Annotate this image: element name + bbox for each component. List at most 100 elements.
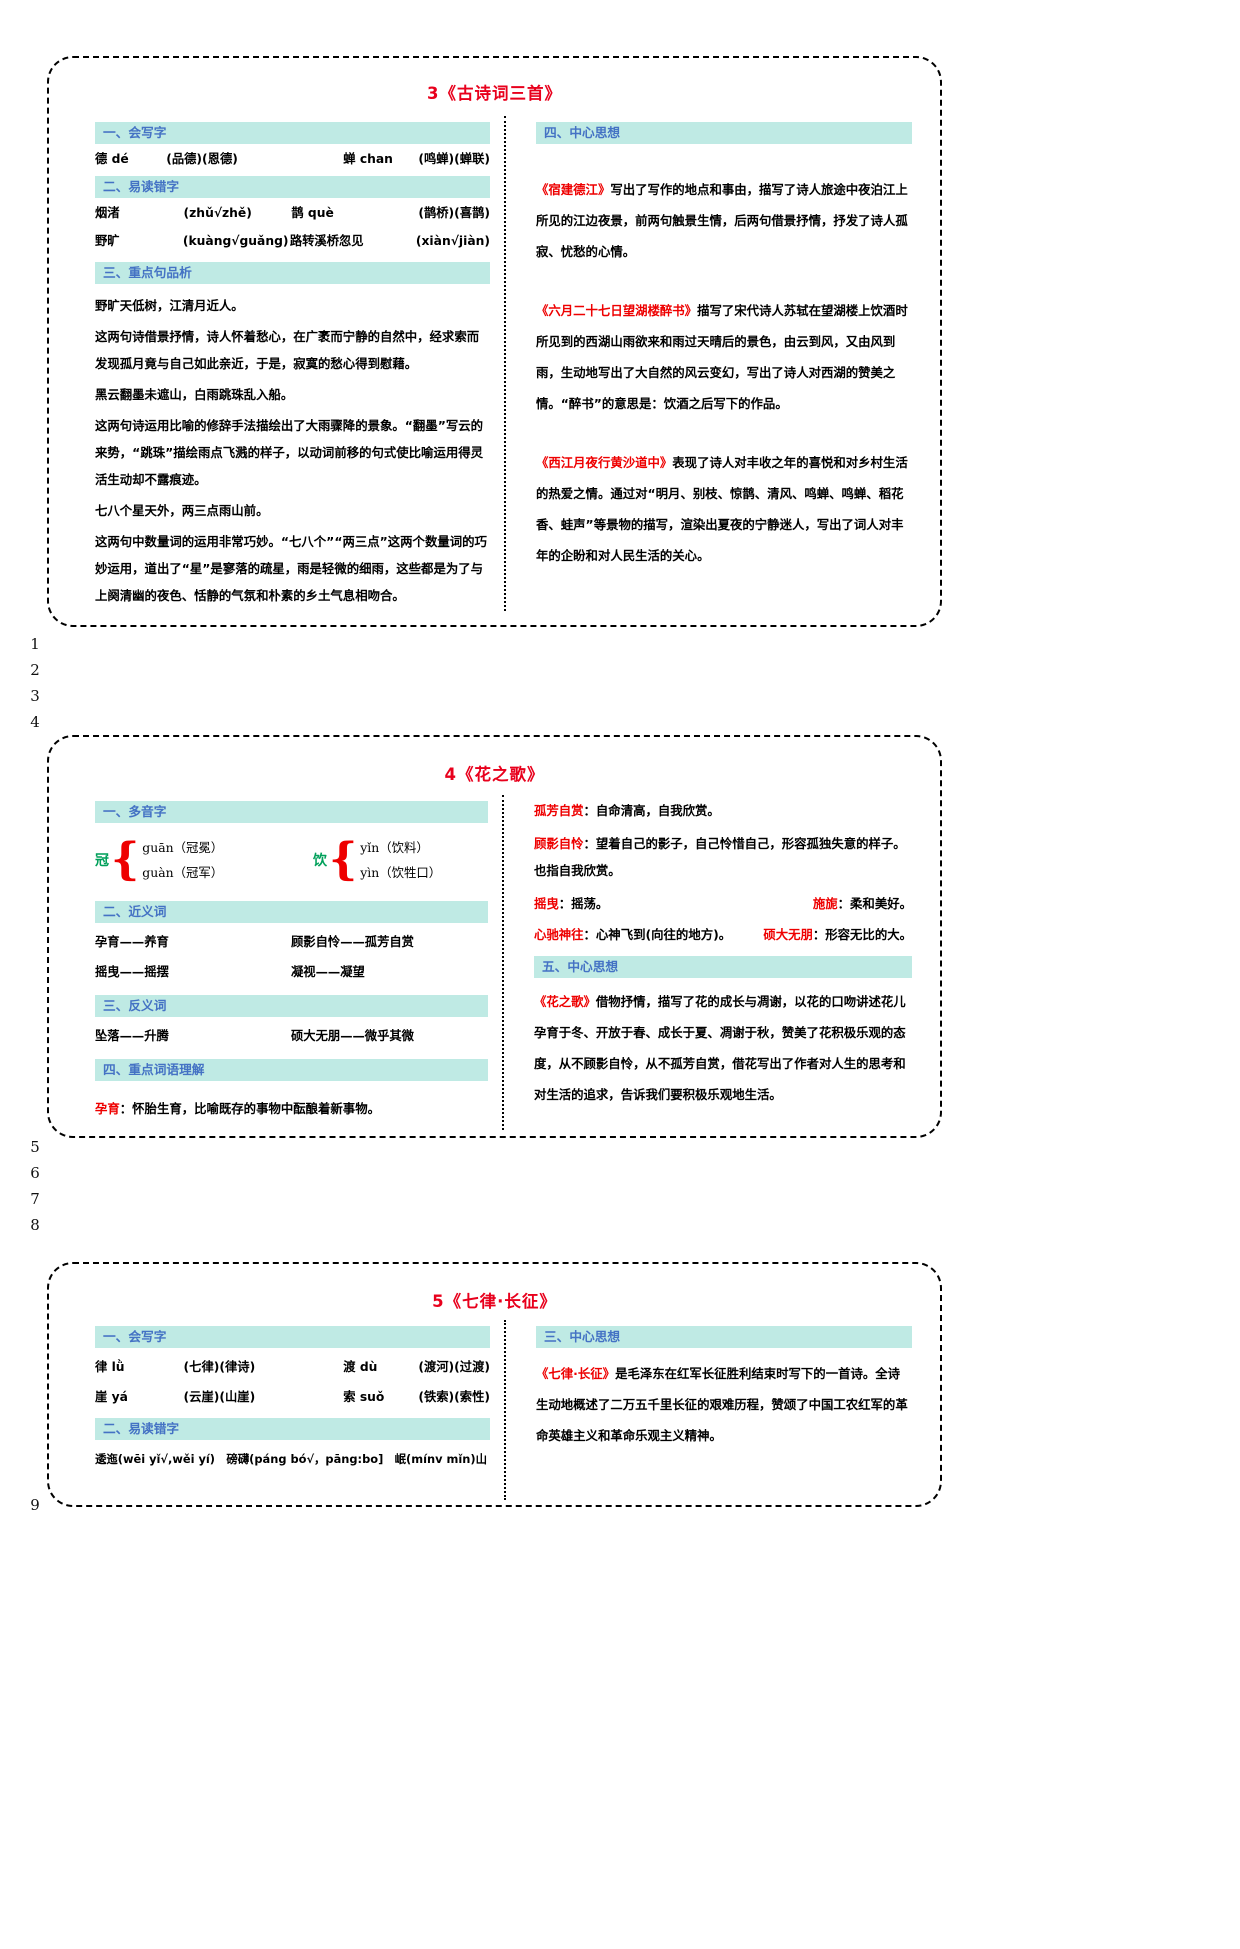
line-number-group-3: 9 <box>18 1492 52 1518</box>
theme-paragraph: 《六月二十七日望湖楼醉书》描写了宋代诗人苏轼在望湖楼上饮酒时所见到的西湖山雨欲来… <box>536 295 912 419</box>
table-row: 摇曳——摇摆 凝视——凝望 <box>95 961 488 983</box>
card1-left-column: 一、会写字 德 dé (品德)(恩德) 蝉 chan (鸣蝉)(蝉联) 二、易读… <box>49 116 504 611</box>
analysis-paragraph: 七八个星天外，两三点雨山前。 <box>95 503 269 518</box>
brace-icon: { <box>111 833 140 885</box>
card-title: 5《七律·长征》 <box>432 1292 557 1311</box>
table-row: 坠落——升腾 硕大无朋——微乎其微 <box>95 1025 488 1047</box>
polyphone-reading: guàn（冠军） <box>142 865 224 880</box>
word-meaning: ：怀胎生育，比喻既存的事物中酝酿着新事物。 <box>119 1101 380 1116</box>
word-term: 顾影自怜 <box>533 836 584 851</box>
synonym-pair: 顾影自怜——孤芳自赏 <box>291 935 414 949</box>
line-number: 3 <box>30 687 40 705</box>
theme-paragraph: 《七律·长征》是毛泽东在红军长征胜利结束时写下的一首诗。全诗生动地概述了二万五千… <box>536 1358 912 1451</box>
words-cell: (鸣蝉)(蝉联) <box>418 152 490 166</box>
table-row: 律 lǜ (七律)(律诗) 渡 dù (渡河)(过渡) <box>95 1356 490 1378</box>
poem-title: 《六月二十七日望湖楼醉书》 <box>536 303 698 318</box>
words-cell: (七律)(律诗) <box>183 1360 256 1374</box>
polyphone-reading: guān（冠冕） <box>142 840 224 855</box>
words-cell: (铁索)(索性) <box>418 1390 490 1404</box>
section-header-zhongxinsixiang: 四、中心思想 <box>536 122 912 144</box>
word-definition: 孕育：怀胎生育，比喻既存的事物中酝酿着新事物。 <box>95 1095 488 1122</box>
word-term: 孕育 <box>95 1101 120 1116</box>
card2-right-column: 孤芳自赏：自命清高，自我欣赏。 顾影自怜：望着自己的影子，自己怜惜自己，形容孤独… <box>501 795 940 1130</box>
char-cell: 索 suǒ <box>343 1390 385 1404</box>
analysis-paragraph: 这两句诗借景抒情，诗人怀着愁心，在广袤而宁静的自然中，经求索而发现孤月竟与自己如… <box>95 329 480 371</box>
section-header-ciyulijie: 四、重点词语理解 <box>95 1059 488 1081</box>
polyphone-reading: yìn（饮牲口） <box>360 865 442 880</box>
line-number: 7 <box>30 1190 40 1208</box>
word-meaning: ：自命清高，自我欣赏。 <box>583 803 720 818</box>
words-cell: (云崖)(山崖) <box>183 1390 256 1404</box>
polyphone-entry-guan: 冠 { guān（冠冕） guàn（冠军） <box>95 835 313 885</box>
card3-left-column: 一、会写字 律 lǜ (七律)(律诗) 渡 dù (渡河)(过渡) 崖 yá (… <box>49 1320 504 1500</box>
section-header-huixiezi: 一、会写字 <box>95 122 490 144</box>
pinyin-row: 逶迤(wēi yǐ√,wěi yí) 磅礴(páng bó√，pāng:bo] … <box>95 1452 488 1466</box>
table-row: 孕育——养育 顾影自怜——孤芳自赏 <box>95 931 488 953</box>
line-number: 1 <box>30 635 40 653</box>
word-term: 硕大无朋 <box>763 927 813 942</box>
card-title: 4《花之歌》 <box>444 765 545 784</box>
polyphone-entry-yin: 饮 { yǐn（饮料） yìn（饮牲口） <box>313 835 441 885</box>
word-term: 摇曳 <box>533 896 559 911</box>
words-cell: (鹊桥)(喜鹊) <box>418 206 490 220</box>
words-cell: (渡河)(过渡) <box>418 1360 490 1374</box>
line-number-group-1: 1 2 3 4 <box>18 631 52 735</box>
section-header-duoyinzi: 一、多音字 <box>95 801 488 823</box>
word-definition: 硕大无朋：形容无比的大。 <box>763 921 912 948</box>
card2-left-column: 一、多音字 冠 { guān（冠冕） guàn（冠军） 饮 { <box>49 795 502 1130</box>
words-cell: (zhǔ√zhě) <box>183 206 252 220</box>
word-definition: 心驰神往：心神飞到(向往的地方)。 <box>534 921 731 948</box>
word-term: 心驰神往 <box>533 927 584 942</box>
char-cell: 渡 dù <box>343 1360 378 1374</box>
theme-paragraph: 《西江月夜行黄沙道中》表现了诗人对丰收之年的喜悦和对乡村生活的热爱之情。通过对“… <box>536 447 912 571</box>
word-meaning: ：望着自己的影子，自己怜惜自己，形容孤独失意的样子。也指自我欣赏。 <box>533 836 906 878</box>
theme-paragraph: 《宿建德江》写出了写作的地点和事由，描写了诗人旅途中夜泊江上所见的江边夜景，前两… <box>536 174 912 267</box>
card1-right-column: 四、中心思想 《宿建德江》写出了写作的地点和事由，描写了诗人旅途中夜泊江上所见的… <box>504 116 940 611</box>
card-title: 3《古诗词三首》 <box>427 84 562 103</box>
polyphone-char: 饮 <box>313 853 327 869</box>
word-meaning: ：心神飞到(向往的地方)。 <box>583 927 732 942</box>
char-cell: 鹊 què <box>291 206 334 220</box>
section-header-yidoucuozi: 二、易读错字 <box>95 1418 490 1440</box>
word-meaning: ：摇荡。 <box>558 896 609 911</box>
line-number: 5 <box>30 1138 40 1156</box>
word-meaning: ：形容无比的大。 <box>812 927 912 942</box>
theme-text: 借物抒情，描写了花的成长与凋谢，以花的口吻讲述花儿孕育于冬、开放于春、成长于夏、… <box>533 994 906 1102</box>
theme-paragraph: 《花之歌》借物抒情，描写了花的成长与凋谢，以花的口吻讲述花儿孕育于冬、开放于春、… <box>534 986 912 1110</box>
section-header-zhongdianju: 三、重点句品析 <box>95 262 490 284</box>
word-definition: 顾影自怜：望着自己的影子，自己怜惜自己，形容孤独失意的样子。也指自我欣赏。 <box>534 830 912 884</box>
section-header-zhongxinsixiang: 五、中心思想 <box>533 956 912 978</box>
char-cell: 律 lǜ <box>95 1360 125 1374</box>
section-header-yidoucuozi: 二、易读错字 <box>95 176 490 198</box>
char-cell: 德 dé <box>95 152 129 166</box>
table-row: 野旷 (kuàng√guǎng) 路转溪桥忽见 (xiàn√jiàn) <box>95 230 490 252</box>
theme-text: 描写了宋代诗人苏轼在望湖楼上饮酒时所见到的西湖山雨欲来和雨过天晴后的景色，由云到… <box>536 303 908 411</box>
word-definition: 孤芳自赏：自命清高，自我欣赏。 <box>534 797 912 824</box>
line-number: 2 <box>30 661 40 679</box>
poem-title: 《花之歌》 <box>533 994 596 1009</box>
word-definition: 摇曳：摇荡。 <box>534 890 608 917</box>
poem-title: 《七律·长征》 <box>536 1366 616 1381</box>
poem-title: 《宿建德江》 <box>536 182 611 197</box>
words-cell: (xiàn√jiàn) <box>415 234 490 248</box>
table-row: 德 dé (品德)(恩德) 蝉 chan (鸣蝉)(蝉联) <box>95 148 490 170</box>
word-term: 施旎 <box>812 896 838 911</box>
line-number: 8 <box>30 1216 40 1234</box>
brace-icon: { <box>329 833 358 885</box>
word-definition: 施旎：柔和美好。 <box>813 890 912 917</box>
analysis-paragraph: 这两句中数量词的运用非常巧妙。“七八个”“两三点”这两个数量词的巧妙运用，道出了… <box>95 534 487 603</box>
card3-right-column: 三、中心思想 《七律·长征》是毛泽东在红军长征胜利结束时写下的一首诗。全诗生动地… <box>504 1320 940 1500</box>
polyphone-char: 冠 <box>95 853 109 869</box>
line-number-group-2: 5 6 7 8 <box>18 1134 52 1238</box>
synonym-pair: 孕育——养育 <box>95 935 169 949</box>
lesson-card-qilv-changzheng: 5《七律·长征》 一、会写字 律 lǜ (七律)(律诗) 渡 dù (渡河)(过… <box>47 1262 942 1507</box>
char-cell: 野旷 <box>95 234 120 248</box>
words-cell: (品德)(恩德) <box>166 152 238 166</box>
poem-title: 《西江月夜行黄沙道中》 <box>536 455 673 470</box>
polyphone-reading: yǐn（饮料） <box>360 840 429 855</box>
analysis-paragraph: 这两句诗运用比喻的修辞手法描绘出了大雨骤降的景象。“翻墨”写云的来势，“跳珠”描… <box>95 418 484 487</box>
line-number: 4 <box>30 713 40 731</box>
table-row: 崖 yá (云崖)(山崖) 索 suǒ (铁索)(索性) <box>95 1386 490 1408</box>
char-cell: 路转溪桥忽见 <box>289 234 364 248</box>
